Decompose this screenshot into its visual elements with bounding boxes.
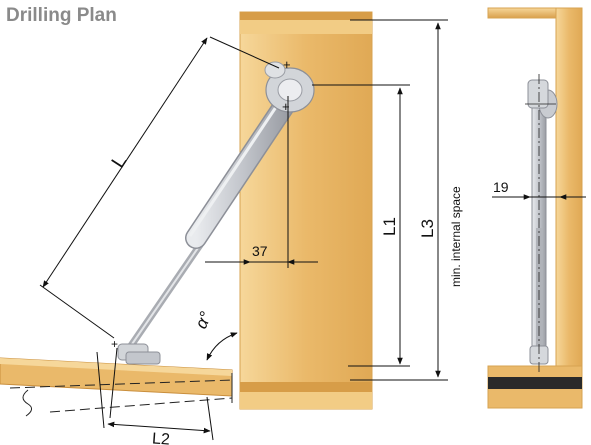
dim-19-label: 19	[493, 179, 509, 195]
angle-label: α°	[191, 309, 215, 332]
cabinet-side-panel	[239, 11, 373, 410]
flap-board	[0, 357, 233, 417]
page-title: Drilling Plan	[6, 5, 117, 26]
dimension-L1: L1	[312, 84, 410, 367]
dimension-L2: L2	[96, 347, 214, 445]
opening-angle: α°	[191, 309, 238, 361]
dim-L2-label: L2	[151, 430, 170, 445]
gas-strut	[117, 61, 315, 365]
dimension-37: 37	[205, 243, 318, 265]
dim-37-label: 37	[252, 243, 268, 259]
svg-text:+: +	[111, 337, 118, 351]
mount-markers: + + +	[111, 57, 291, 351]
dim-L3-label: L3	[418, 219, 437, 238]
dimension-L3: L3 min. internal space	[350, 19, 463, 381]
side-view-cabinet	[487, 7, 583, 409]
min-internal-space-label: min. internal space	[449, 186, 463, 287]
svg-text:+: +	[283, 57, 291, 72]
dim-L1-label: L1	[380, 217, 399, 236]
dim-L-label: L	[108, 152, 131, 172]
svg-text:+: +	[282, 99, 290, 114]
black-strip	[488, 377, 582, 389]
dimension-19: 19	[492, 179, 586, 200]
